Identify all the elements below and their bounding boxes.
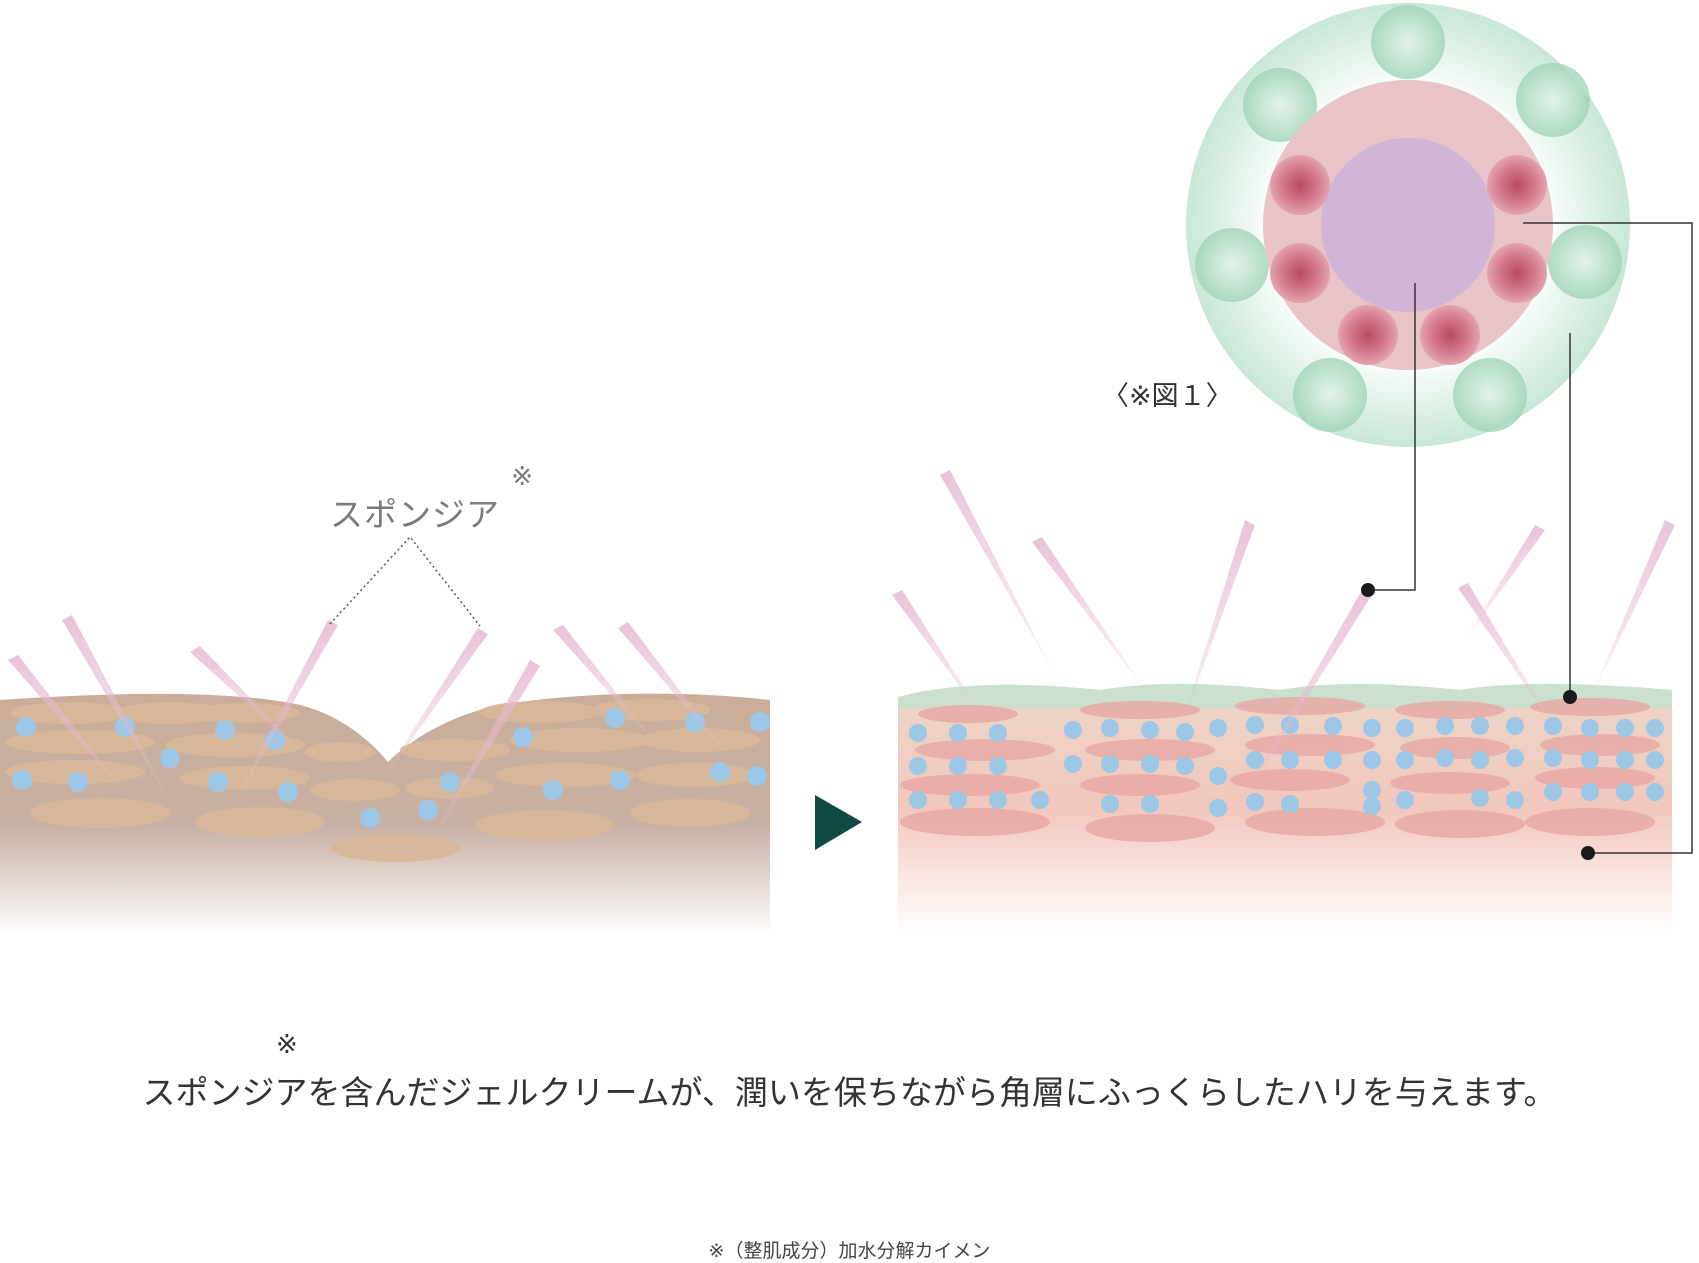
caption: スポンジアを含んだジェルクリームが、潤いを保ちながら角層にふっくらしたハリを与え… [142,1073,1557,1112]
leader-lines [1368,222,1693,854]
sponge-label-text: スポンジア [330,495,500,534]
pointer-dot [1563,690,1577,704]
skin-before [0,535,770,935]
caption-mark: ※ [276,1030,298,1060]
capsule-figure [1186,3,1630,447]
sponge-label: スポンジア ※ [330,462,533,536]
skin-after [892,470,1675,935]
sponge-label-mark: ※ [511,462,534,492]
pointer-dot [1361,583,1375,597]
figure-label: 〈※図１〉 [1102,381,1233,412]
arrow-icon [815,795,862,850]
footnote: ※（整肌成分）加水分解カイメン [708,1240,991,1262]
pointer-dot [1581,846,1595,860]
